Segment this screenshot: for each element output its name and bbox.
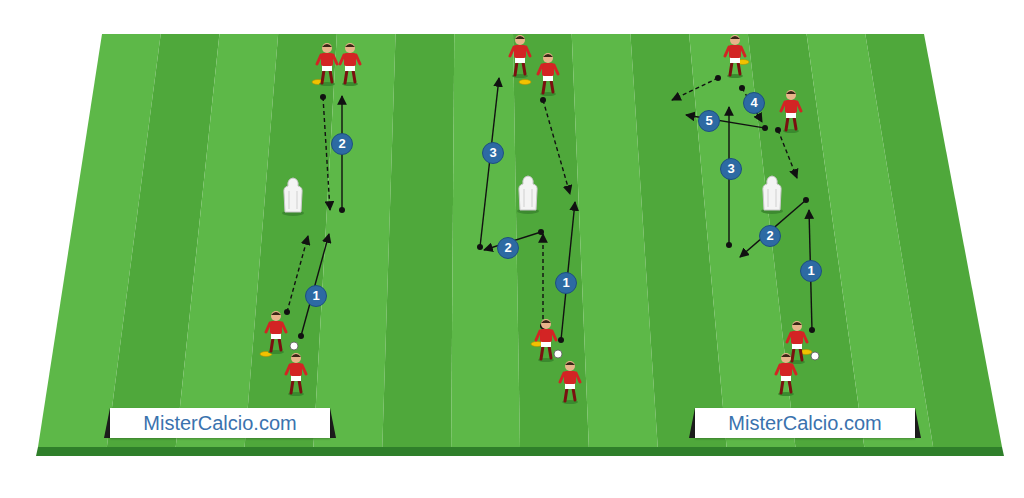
pass-arrow bbox=[543, 100, 570, 194]
callout-number: 2 bbox=[497, 237, 519, 259]
watermark: MisterCalcio.com bbox=[110, 408, 330, 438]
callout-number: 4 bbox=[743, 92, 765, 114]
player bbox=[538, 53, 558, 96]
mannequin bbox=[761, 176, 783, 214]
start-dot bbox=[558, 337, 564, 343]
player bbox=[340, 43, 360, 86]
player bbox=[266, 311, 298, 354]
start-dot bbox=[762, 125, 768, 131]
pitch-stripe bbox=[313, 34, 395, 447]
watermark: MisterCalcio.com bbox=[695, 408, 915, 438]
pitch-stripe bbox=[865, 34, 1002, 447]
run-arrow bbox=[740, 200, 806, 257]
start-dot bbox=[739, 85, 745, 91]
mannequin bbox=[517, 176, 539, 214]
pitch-stripe bbox=[382, 34, 454, 447]
start-dot bbox=[809, 327, 815, 333]
run-arrow bbox=[301, 234, 329, 336]
start-dot bbox=[320, 94, 326, 100]
callout-number: 1 bbox=[800, 260, 822, 282]
start-dot bbox=[477, 244, 483, 250]
callout-number: 3 bbox=[720, 158, 742, 180]
start-dot bbox=[803, 197, 809, 203]
callout-number: 1 bbox=[305, 285, 327, 307]
player bbox=[317, 43, 337, 86]
callout-number: 1 bbox=[555, 272, 577, 294]
start-dot bbox=[284, 309, 290, 315]
pass-arrow bbox=[778, 130, 797, 178]
pass-arrow bbox=[287, 236, 308, 312]
run-arrow bbox=[561, 202, 575, 340]
pitch-edge bbox=[36, 447, 1004, 456]
pass-arrow bbox=[672, 78, 718, 100]
start-dot bbox=[715, 75, 721, 81]
pass-arrow bbox=[323, 97, 330, 210]
pass-arrow bbox=[542, 234, 543, 326]
player bbox=[560, 361, 580, 404]
player bbox=[787, 321, 819, 364]
player bbox=[776, 353, 796, 396]
player bbox=[536, 319, 562, 362]
player bbox=[286, 353, 306, 396]
pitch-stripe bbox=[451, 34, 520, 447]
start-dot bbox=[726, 242, 732, 248]
callout-number: 3 bbox=[482, 142, 504, 164]
player bbox=[725, 35, 745, 78]
callout-number: 2 bbox=[331, 133, 353, 155]
start-dot bbox=[775, 127, 781, 133]
banner-tab bbox=[330, 408, 336, 438]
start-dot bbox=[298, 333, 304, 339]
callout-number: 2 bbox=[759, 225, 781, 247]
cone bbox=[519, 80, 531, 85]
start-dot bbox=[540, 97, 546, 103]
player bbox=[781, 90, 801, 133]
player bbox=[510, 35, 530, 78]
start-dot bbox=[339, 207, 345, 213]
start-dot bbox=[538, 229, 544, 235]
banner-tab bbox=[915, 408, 921, 438]
callout-number: 5 bbox=[698, 110, 720, 132]
mannequin bbox=[282, 178, 304, 216]
